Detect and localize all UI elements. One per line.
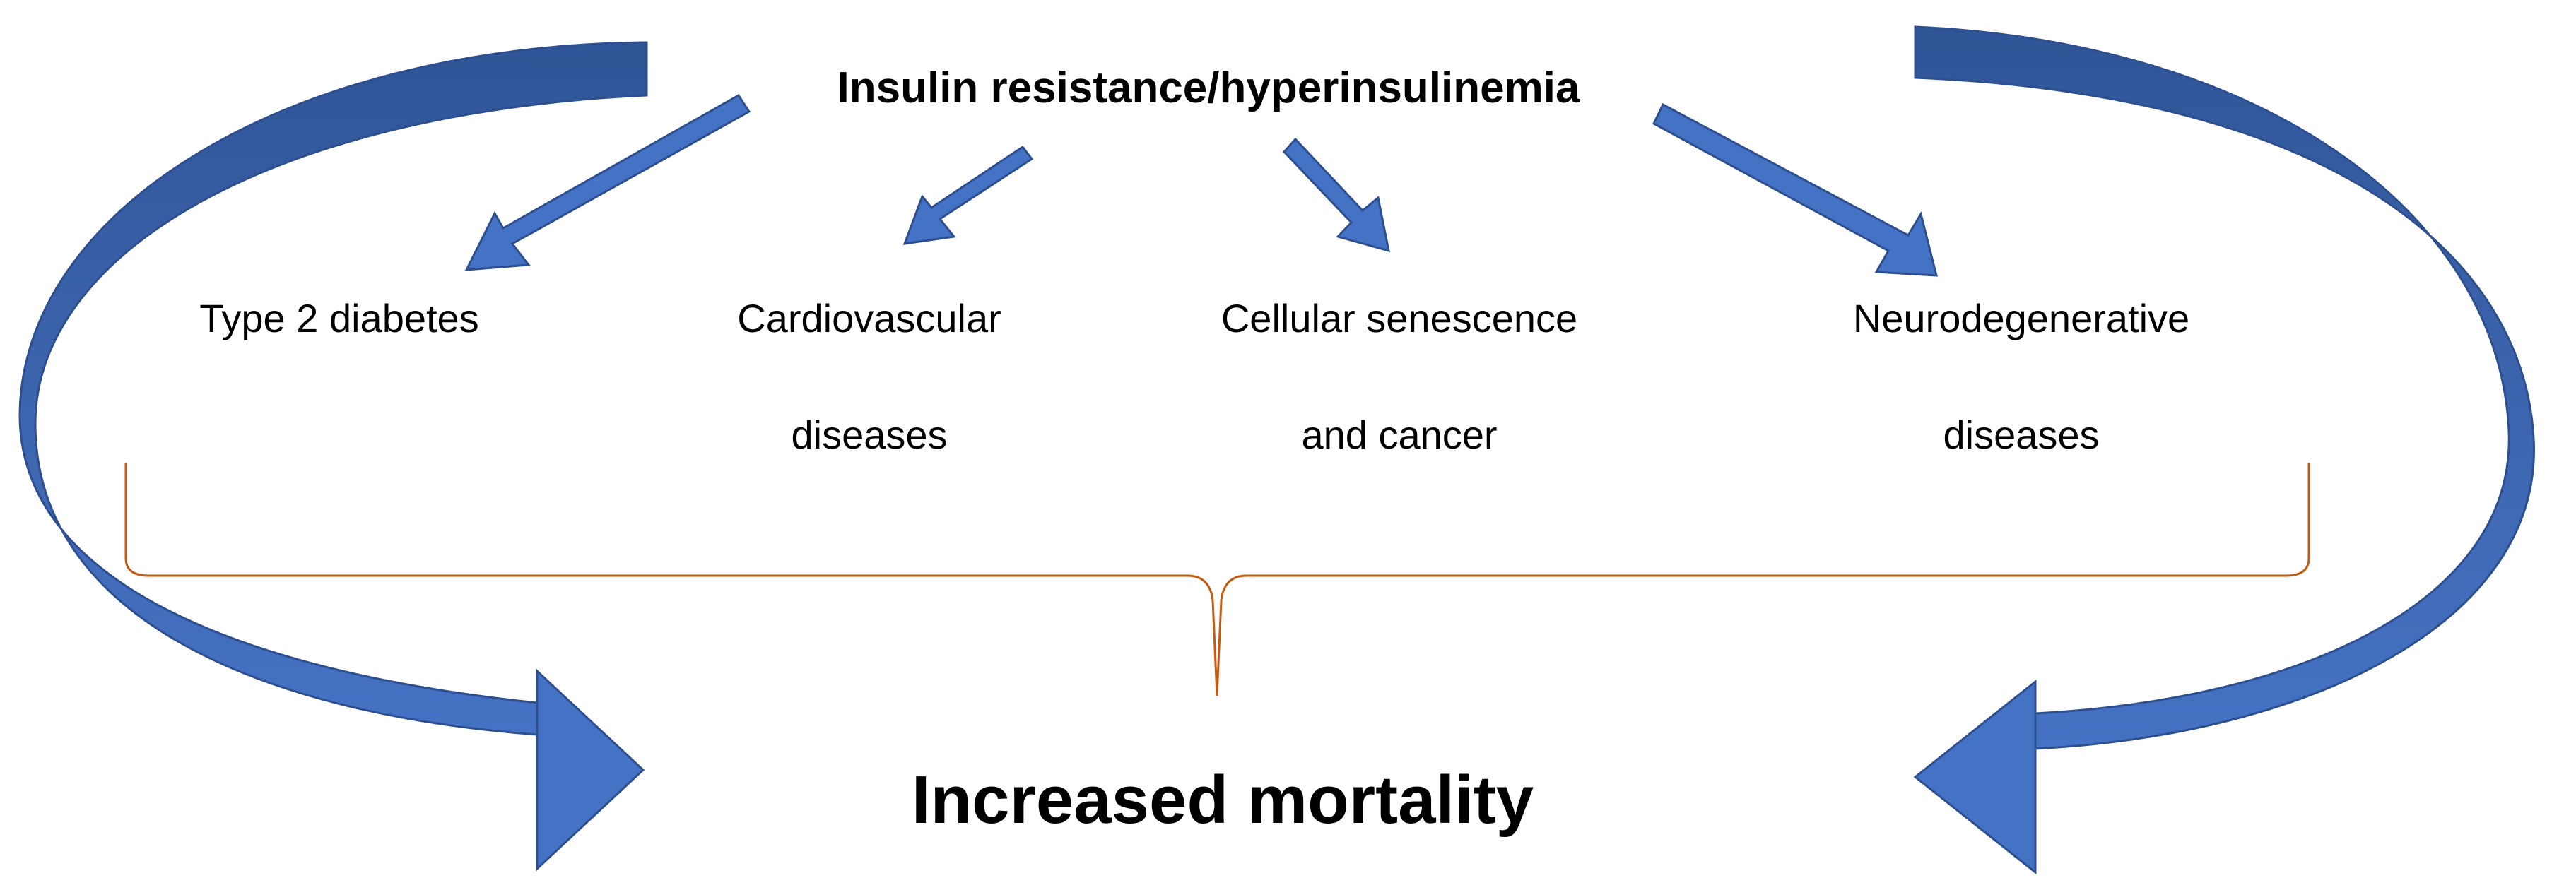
arrow-to-type-2-diabetes [464, 94, 751, 271]
outcome-type-2-diabetes: Type 2 diabetes [199, 296, 478, 340]
outcome-cellular-senescence-line1: Cellular senescence [1221, 296, 1577, 340]
outcome-cardiovascular-line1: Cardiovascular [737, 296, 1001, 340]
right-curved-arrow [1913, 25, 2535, 875]
arrow-to-cellular-senescence [1282, 137, 1390, 253]
outcome-cardiovascular-line2: diseases [791, 413, 947, 457]
source-label: Insulin resistance/hyperinsulinemia [837, 64, 1580, 112]
outcome-neurodegenerative-line1: Neurodegenerative [1853, 296, 2189, 340]
arrow-to-cardiovascular [902, 145, 1034, 245]
outcome-cellular-senescence-line2: and cancer [1301, 413, 1497, 457]
arrow-to-neurodegenerative [1652, 102, 1938, 277]
left-curved-arrow [18, 41, 648, 872]
right-curved-arrowhead [1913, 679, 2037, 875]
right-curved-arrow-body [1914, 25, 2535, 750]
result-label: Increased mortality [912, 762, 1534, 838]
outcome-neurodegenerative-line2: diseases [1943, 413, 2099, 457]
grouping-brace [124, 463, 2310, 696]
left-curved-arrowhead [536, 668, 645, 872]
left-curved-arrow-body [18, 41, 648, 736]
